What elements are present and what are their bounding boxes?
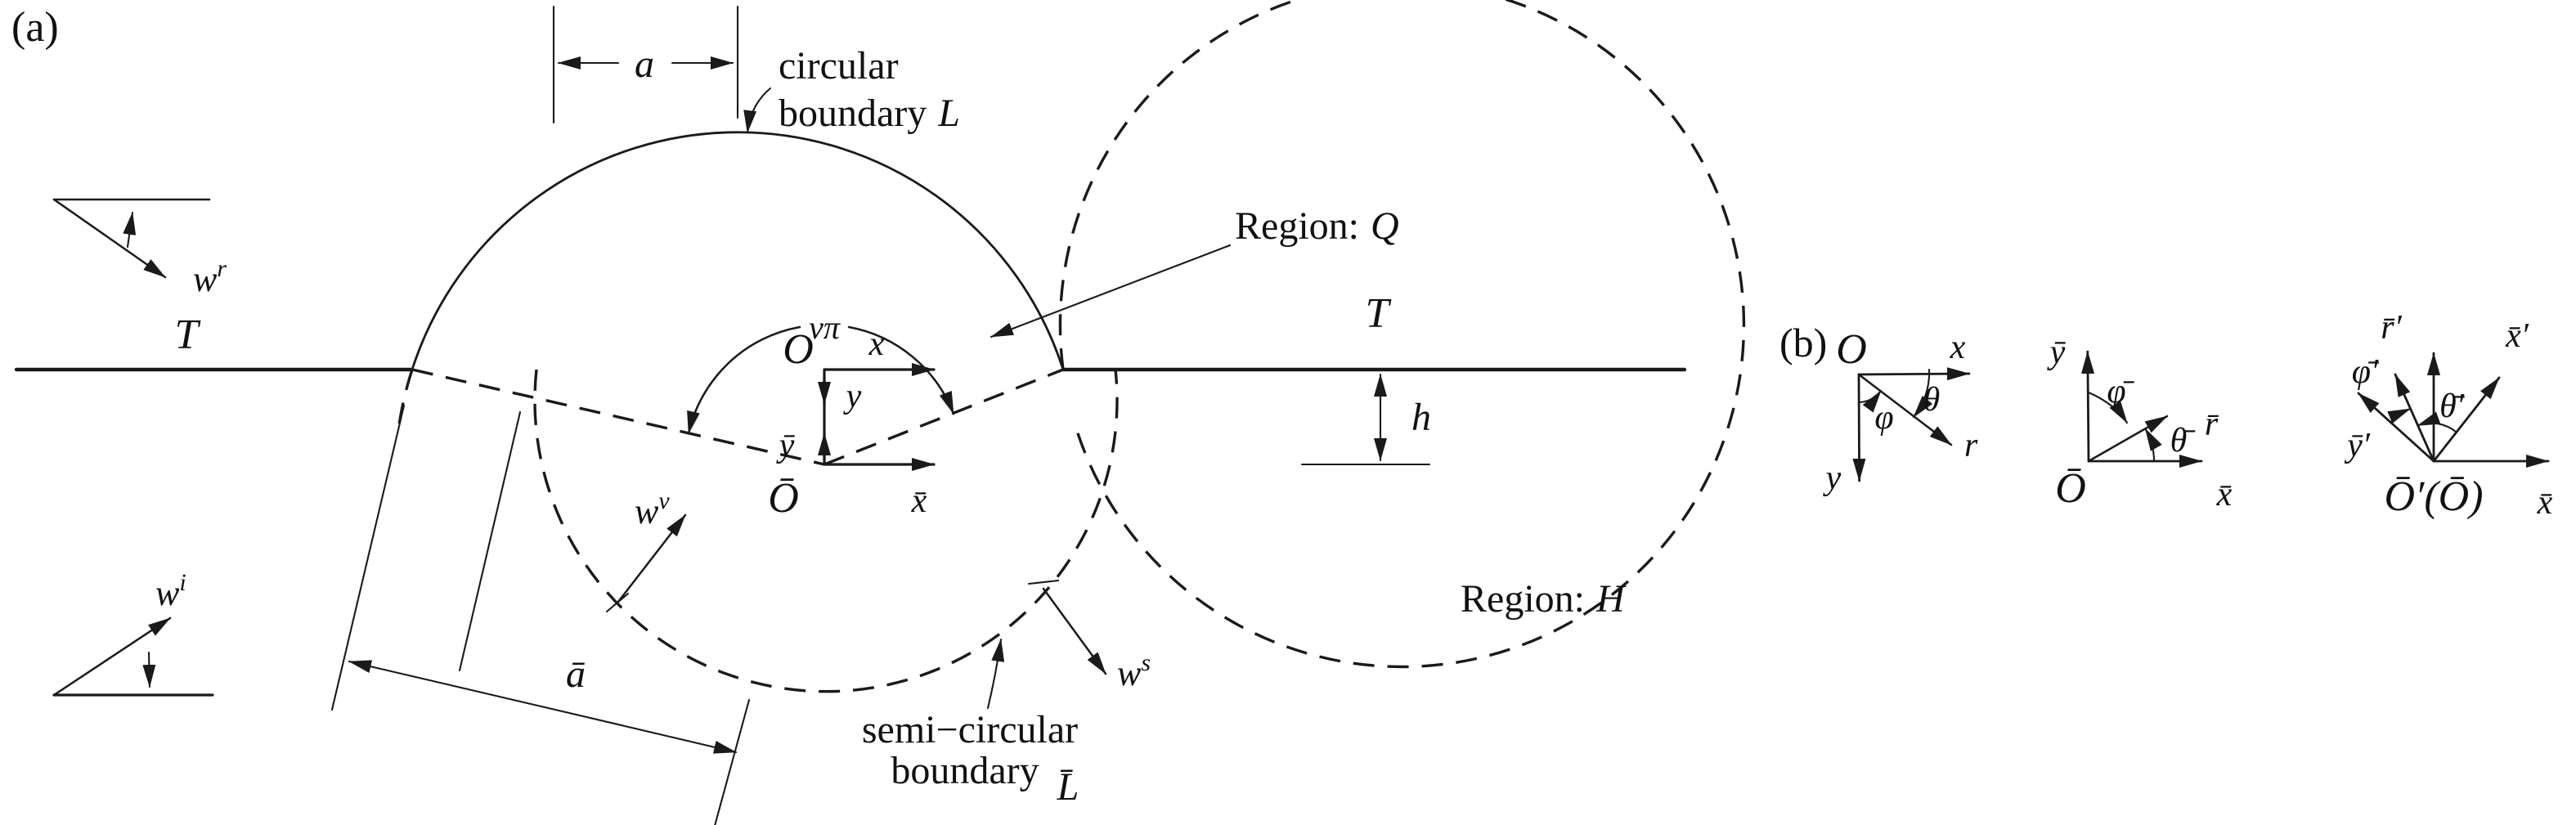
ybar-axis-label: ȳ	[776, 427, 796, 464]
semi-boundary-text-line1: semi−circular	[862, 708, 1078, 751]
vpi-arc-right	[847, 325, 955, 415]
region-h-text: Region:H	[1461, 577, 1627, 621]
region-q-text: Region:Q	[1235, 204, 1399, 248]
sys3-ybar-prime-ray	[2357, 392, 2435, 463]
wv-wave-arrow: wv	[605, 487, 687, 613]
sys3-thetabar-prime-angle-arc	[2417, 411, 2458, 433]
wr-ray-arrow	[52, 198, 167, 279]
sys2-origin-label: Ō	[2055, 465, 2086, 512]
sys3-rbar-prime-ray	[2394, 373, 2435, 463]
surface-t-right-label: T	[1366, 290, 1392, 337]
circle-stub-left	[397, 369, 414, 432]
sys3-phibar-prime-angle-arc	[2387, 407, 2412, 424]
sys3-ybar-prime-label: ȳ′	[2344, 427, 2371, 464]
sys2-thetabar-label: θ̄	[2170, 422, 2197, 460]
sys1-x-label: x	[1950, 329, 1966, 366]
wi-normal-arrow	[142, 651, 156, 688]
coord-system-obar-prime: Ō′(Ō) x̄ x̄′ r̄′ ȳ′ φ̄′ θ̄′	[2344, 309, 2553, 522]
sys3-phibar-prime-label: φ̄′	[2352, 353, 2380, 391]
sys3-xbar-prime-label: x̄′	[2505, 317, 2529, 355]
y-axis-label: y	[843, 378, 862, 415]
sys2-thetabar-angle-arc	[2144, 428, 2162, 463]
wr-normal-arrow	[123, 211, 137, 249]
ws-wave-arrow: ws	[1027, 579, 1151, 693]
abar-tick-middle	[458, 410, 522, 672]
sys3-xbar-label: x̄	[2537, 484, 2553, 522]
dashed-radius-right	[824, 368, 1064, 466]
semi-circular-boundary-annotation: semi−circular boundary L̄	[862, 638, 1079, 809]
wv-base-tick	[605, 592, 630, 613]
semi-boundary-lbar-label: L̄	[1057, 765, 1079, 809]
wi-label: wi	[155, 569, 186, 613]
ws-label: ws	[1117, 649, 1151, 693]
ws-base-tick	[1027, 579, 1060, 585]
vpi-label: νπ	[809, 309, 841, 346]
sys1-phi-angle-arc	[1857, 389, 1883, 413]
coord-system-o: O x y r φ θ	[1823, 326, 1978, 497]
vpi-arc-left	[687, 325, 801, 435]
wv-label: wv	[635, 487, 670, 531]
origin-obar-label: Ō	[768, 475, 799, 522]
coord-system-obar: Ō ȳ x̄ r̄ φ̄ θ̄	[2047, 334, 2233, 513]
abar-arrow-right	[540, 705, 738, 754]
abar-dimension: ā	[330, 404, 751, 825]
sys1-phi-label: φ	[1874, 399, 1893, 437]
sys3-origin-label: Ō′(Ō)	[2384, 473, 2483, 520]
sys1-r-label: r	[1964, 427, 1978, 464]
abar-tick-inner	[714, 698, 751, 825]
sys2-ybar-label: ȳ	[2047, 334, 2067, 371]
circular-boundary-arc	[411, 131, 1065, 371]
abar-tick-outer	[330, 404, 406, 711]
sys1-y-label: y	[1823, 460, 1842, 497]
sys2-phibar-label: φ̄	[2107, 373, 2134, 410]
sys2-xbar-label: x̄	[2216, 476, 2233, 513]
circle-stub-right	[1058, 0, 1746, 669]
sys2-phibar-angle-arc	[2087, 391, 2129, 424]
sys1-theta-label: θ	[1923, 381, 1941, 419]
dashed-radius-left	[411, 368, 825, 466]
region-q-annotation: Region:Q	[990, 204, 1399, 339]
sys2-ybar-axis	[2081, 350, 2095, 463]
sys2-rbar-ray	[2087, 415, 2169, 463]
a-dim-label: a	[635, 43, 654, 86]
sys1-origin-label: O	[1836, 326, 1867, 373]
panel-b-tag: (b)	[1779, 320, 1827, 365]
sys1-r-ray	[1857, 373, 1953, 446]
abar-arrow-left	[348, 660, 543, 708]
surface-t-left-label: T	[175, 312, 201, 358]
semi-boundary-text-line2: boundary	[891, 749, 1039, 792]
wr-label: wr	[193, 255, 227, 299]
sys3-xbar-prime-ray	[2432, 376, 2501, 463]
wv-ray-arrow	[617, 513, 687, 603]
reflected-wave-symbol: wr	[52, 198, 227, 299]
semi-circular-boundary-arc	[533, 369, 1119, 693]
abar-label: ā	[566, 652, 586, 696]
h-dim-label: h	[1411, 396, 1431, 439]
panel-a: (a) a νπ O x y ȳ Ō x̄	[11, 0, 1746, 825]
panel-a-tag: (a)	[11, 4, 59, 51]
x-axis-label: x	[868, 325, 885, 363]
origin-o-label: O	[783, 326, 814, 373]
semi-boundary-leader-arrow	[986, 638, 1005, 710]
xbar-axis-label: x̄	[911, 482, 927, 520]
circular-boundary-leader-arrow	[743, 87, 772, 134]
sys2-rbar-label: r̄	[2205, 406, 2219, 443]
region-q-leader-arrow	[990, 244, 1232, 339]
sys3-rbar-prime-label: r̄′	[2381, 309, 2402, 347]
panel-b: (b) O x y r φ θ Ō ȳ x̄ r̄ φ̄ θ̄	[1779, 309, 2553, 522]
wi-ray-arrow	[52, 617, 172, 697]
incident-wave-symbol: wi	[52, 569, 214, 697]
sys1-y-axis	[1852, 373, 1866, 482]
sys1-theta-angle-arc	[1912, 368, 1933, 419]
sys3-thetabar-prime-label: θ̄′	[2439, 388, 2466, 425]
ws-ray-arrow	[1042, 587, 1107, 675]
circular-boundary-text-line1: circular	[779, 44, 899, 87]
